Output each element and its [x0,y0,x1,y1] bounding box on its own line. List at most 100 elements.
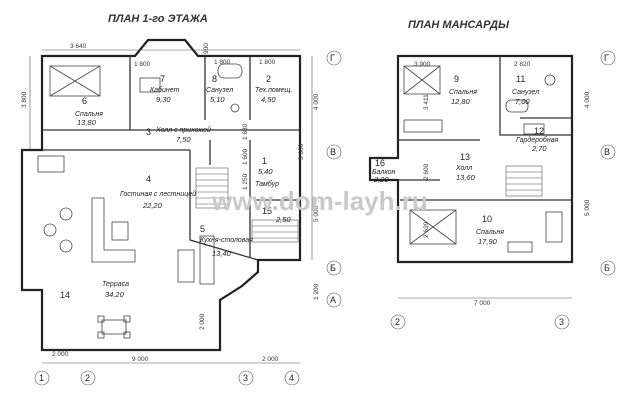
room-number: 11 [516,74,525,84]
room-number: 5 [200,224,205,234]
dimension-label: 900 [203,43,210,54]
room-16: 16 Балкон 2,20 [372,158,396,184]
room-3: 3 Холл с прихожей 7,50 [146,126,211,144]
dimension-label: 1 800 [134,61,151,68]
axis-label: 3 [243,373,248,383]
room-area: 13,40 [212,249,232,258]
dimension-label: 2 000 [52,351,69,358]
dimension-label: 2 000 [199,313,206,330]
room-number: 15 [262,206,272,216]
room-number: 1 [262,156,267,166]
axis-label: 1 [39,373,44,383]
room-number: 3 [146,127,151,137]
dimension-label: 1 600 [242,148,249,165]
dimension-label: 3 800 [21,91,28,108]
dimension-label: 2 000 [262,356,279,363]
room-name: Гардеробная [516,136,559,144]
room-area: 13,80 [77,118,97,127]
room-name: Спальня [75,111,103,118]
room-name: Спальня [476,229,504,236]
room-4: 4 Гостиная с лестницей 22,20 [120,174,196,210]
room-area: 4,50 [261,95,276,104]
dimension-label: 4 000 [313,93,320,110]
room-number: 4 [146,174,151,184]
axis-label: Б [330,263,336,273]
dimension-label: 1 800 [214,59,231,66]
room-12: 12 Гардеробная 2,70 [516,126,559,153]
axis-label: Г [330,53,335,63]
room-5: 5 Кухня-столовая 13,40 [200,224,253,258]
room-number: 16 [375,158,385,168]
room-area: 22,20 [142,201,163,210]
room-1: 1 5,40 Тамбур [255,156,279,188]
dimension-label: 1 250 [242,173,249,190]
room-name: Холл [455,165,472,172]
dimension-label: 3 640 [70,43,87,50]
dimension-label: 2 639 [423,221,430,238]
room-name: Гостиная с лестницей [120,190,196,198]
stair-plan2 [505,165,543,197]
axis-label: 3 [559,317,564,327]
room-area: 2,70 [531,144,547,153]
room-name: Тамбур [255,180,279,188]
room-name: Холл с прихожей [155,126,211,134]
dimension-label: 2 820 [514,61,531,68]
dimension-label: 3 900 [414,61,431,68]
plan2-drawing [368,54,574,299]
watermark-text: www.dom-layh.ru [211,186,428,216]
room-number: 12 [534,126,544,136]
room-number: 14 [60,290,70,300]
room-6: 6 Спальня 13,80 [75,96,103,127]
room-area: 2,50 [275,215,291,224]
room-area: 7,50 [176,135,191,144]
room-number: 13 [460,152,470,162]
axis-label: 4 [289,373,294,383]
dimension-label: 5 000 [584,199,591,216]
dimension-label: 4 000 [584,91,591,108]
room-9: 9 Спальня 12,80 [449,74,477,106]
room-number: 7 [160,74,165,84]
room-14: 14 Терраса 34,20 [60,281,129,300]
room-13: 13 Холл 13,60 [455,152,476,182]
dimension-label: 1 800 [259,59,276,66]
dimension-label: 1 200 [313,283,320,300]
stair-plan1 [195,167,229,209]
room-15: 15 2,50 [262,206,291,224]
room-number: 10 [482,214,492,224]
axis-label: В [330,147,336,157]
room-number: 8 [212,74,217,84]
room-10: 10 Спальня 17,90 [476,214,504,246]
dimension-label: 9 000 [132,356,149,363]
room-11: 11 Санузел 7,00 [512,74,539,106]
room-area: 17,90 [478,237,498,246]
room-area: 2,20 [373,175,389,184]
room-area: 5,40 [258,167,273,176]
room-8: 8 Санузел 5,10 [206,74,233,104]
room-area: 13,60 [456,173,476,182]
room-name: Тех.помещ. [255,87,292,94]
axis-label: В [604,147,610,157]
dimension-label: 3 000 [298,143,305,160]
room-name: Балкон [372,169,396,176]
room-name: Кабинет [150,86,180,94]
plan2-title: ПЛАН МАНСАРДЫ [408,19,510,31]
room-area: 7,00 [515,97,530,106]
room-number: 9 [454,74,459,84]
axis-label: 2 [85,373,90,383]
axis-label: Б [604,263,610,273]
plan1-drawing [20,38,313,364]
room-area: 12,80 [451,97,471,106]
room-area: 34,20 [105,290,125,299]
room-area: 9,30 [156,95,171,104]
axis-label: 2 [395,317,400,327]
axis-label: Г [604,53,609,63]
axis-label: А [330,295,336,305]
room-name: Санузел [206,87,233,94]
room-number: 6 [82,96,87,106]
plan2-axis-markers: Г В Б 2 3 [390,50,616,330]
dimension-label: 2 600 [423,163,430,180]
room-area: 5,10 [210,95,225,104]
room-name: Кухня-столовая [200,237,253,244]
